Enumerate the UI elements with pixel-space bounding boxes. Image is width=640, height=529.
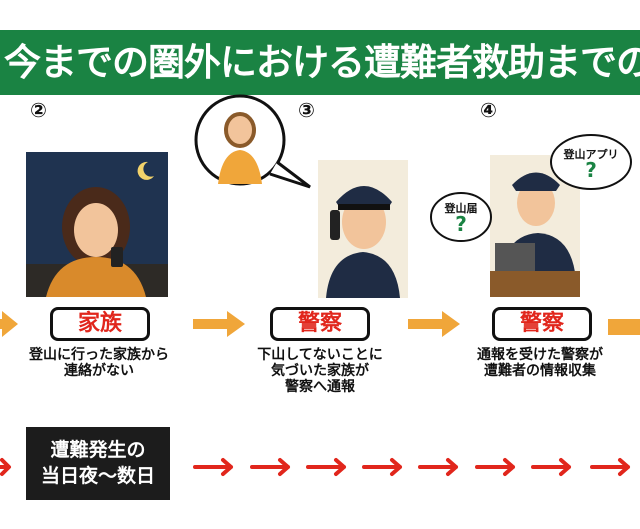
bubble-text-tozan-app: 登山アプリ	[563, 148, 619, 161]
desc-line: 気づいた家族が	[271, 363, 369, 379]
bubble-text-tozan-todoke: 登山届	[444, 202, 478, 215]
step-number-3: ③	[298, 98, 315, 122]
red-arrow	[362, 458, 402, 476]
step-number-2: ②	[30, 98, 47, 122]
desc-line: 下山してないことに	[257, 347, 383, 363]
step-3-description: 下山してないことに 気づいた家族が 警察へ通報	[235, 347, 405, 395]
actor-label-police: 警察	[492, 307, 592, 341]
orange-arrow	[193, 311, 245, 337]
phase-line: 遭難発生の	[50, 439, 146, 461]
thought-bubble-tozan-app	[550, 134, 632, 190]
red-arrow	[0, 458, 11, 476]
actor-label-family: 家族	[50, 307, 150, 341]
caller-speech-bubble	[194, 94, 311, 189]
desc-line: 警察へ通報	[285, 379, 355, 395]
desc-line: 遭難者の情報収集	[484, 363, 596, 379]
actor-label-police: 警察	[270, 307, 370, 341]
step-number-4: ④	[480, 98, 497, 122]
timeline-arrows	[0, 458, 630, 476]
police-officer-laptop-illustration	[490, 155, 580, 297]
orange-arrow	[408, 311, 460, 337]
red-arrow	[306, 458, 346, 476]
page-title: 今までの圏外における遭難者救助までの流	[0, 30, 640, 95]
orange-arrow	[608, 319, 640, 335]
orange-arrow	[0, 311, 18, 337]
red-arrow	[250, 458, 290, 476]
phase-line: 当日夜〜数日	[40, 465, 155, 487]
flow-arrows	[0, 311, 640, 337]
worried-woman-illustration	[26, 152, 168, 297]
desc-line: 連絡がない	[64, 363, 134, 379]
step-2-description: 登山に行った家族から 連絡がない	[14, 347, 184, 379]
question-mark: ?	[455, 212, 467, 236]
desc-line: 通報を受けた警察が	[477, 347, 603, 363]
red-arrow	[590, 458, 630, 476]
phase-label: 遭難発生の 当日夜〜数日	[26, 427, 170, 500]
police-officer-phone-illustration	[318, 160, 408, 298]
red-arrow	[531, 458, 571, 476]
red-arrow	[193, 458, 233, 476]
desc-line: 登山に行った家族から	[29, 347, 169, 363]
red-arrow	[475, 458, 515, 476]
question-mark: ?	[585, 158, 597, 182]
step-4-description: 通報を受けた警察が 遭難者の情報収集	[455, 347, 625, 379]
red-arrow	[418, 458, 458, 476]
thought-bubble-tozan-todoke	[430, 192, 492, 242]
